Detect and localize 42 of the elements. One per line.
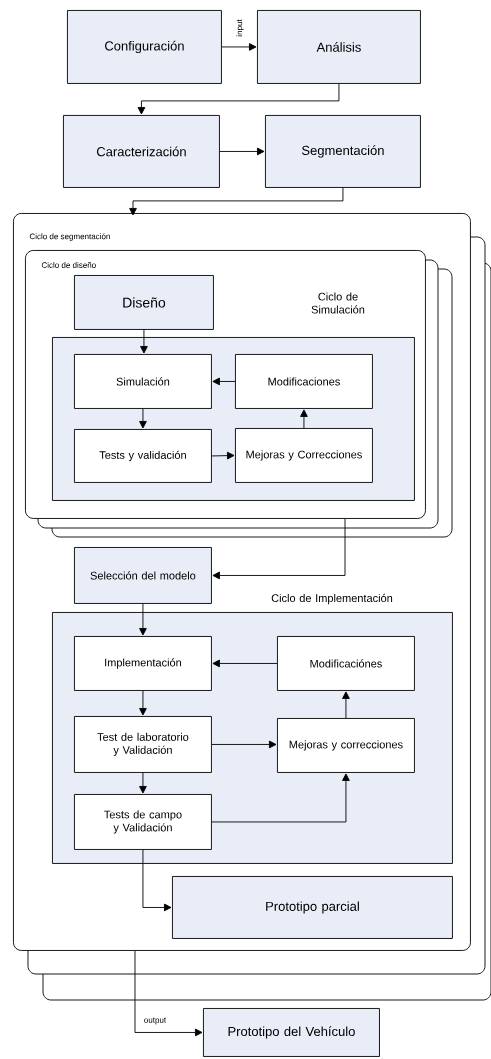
process-box: Diseño [74,275,214,330]
arrow [212,659,278,668]
process-box: Análisis [257,10,421,84]
group-heading: Ciclo de segmentación [29,233,110,241]
process-box: Test de laboratorio y Validación [74,716,212,773]
arrow [134,950,203,1037]
arrow [129,187,344,216]
arrow [212,377,236,386]
arrow [212,518,346,580]
process-box: Segmentación [265,115,421,188]
arrow [211,451,235,460]
group-heading: Ciclo de Simulación [311,292,365,314]
arrow [219,147,265,156]
arrow [137,83,340,115]
arrow [211,740,277,749]
group-heading: Ciclo de diseño [41,262,96,268]
arrow [300,409,308,429]
process-box: Mejoras y correcciones [277,718,415,773]
process-box: Modificaciones [235,354,373,409]
arrow [140,329,148,354]
process-box: Prototipo del Vehículo [203,1008,380,1057]
process-box: Caracterización [63,115,220,188]
process-box: Tests y validación [74,429,212,483]
process-box: Mejoras y Correcciones [235,428,373,483]
arrow [139,408,147,429]
arrow [139,690,147,716]
group-heading: Ciclo de Implementación [271,593,393,605]
process-box: Tests de campo y Validación [74,794,212,850]
process-box: Selección del modelo [74,547,212,604]
process-box: Simulación [74,354,212,409]
arrow [221,43,257,51]
process-box: Prototipo parcial [172,876,453,939]
edge-label: output [144,1017,167,1025]
arrow [139,603,147,636]
arrow [342,691,350,719]
process-box: Configuración [67,10,222,84]
arrow [211,773,350,823]
arrow [142,849,172,912]
arrow [139,772,147,794]
process-box: Modificaciónes [277,636,415,691]
edge-label: input [236,19,244,37]
process-box: Implementación [74,636,212,691]
